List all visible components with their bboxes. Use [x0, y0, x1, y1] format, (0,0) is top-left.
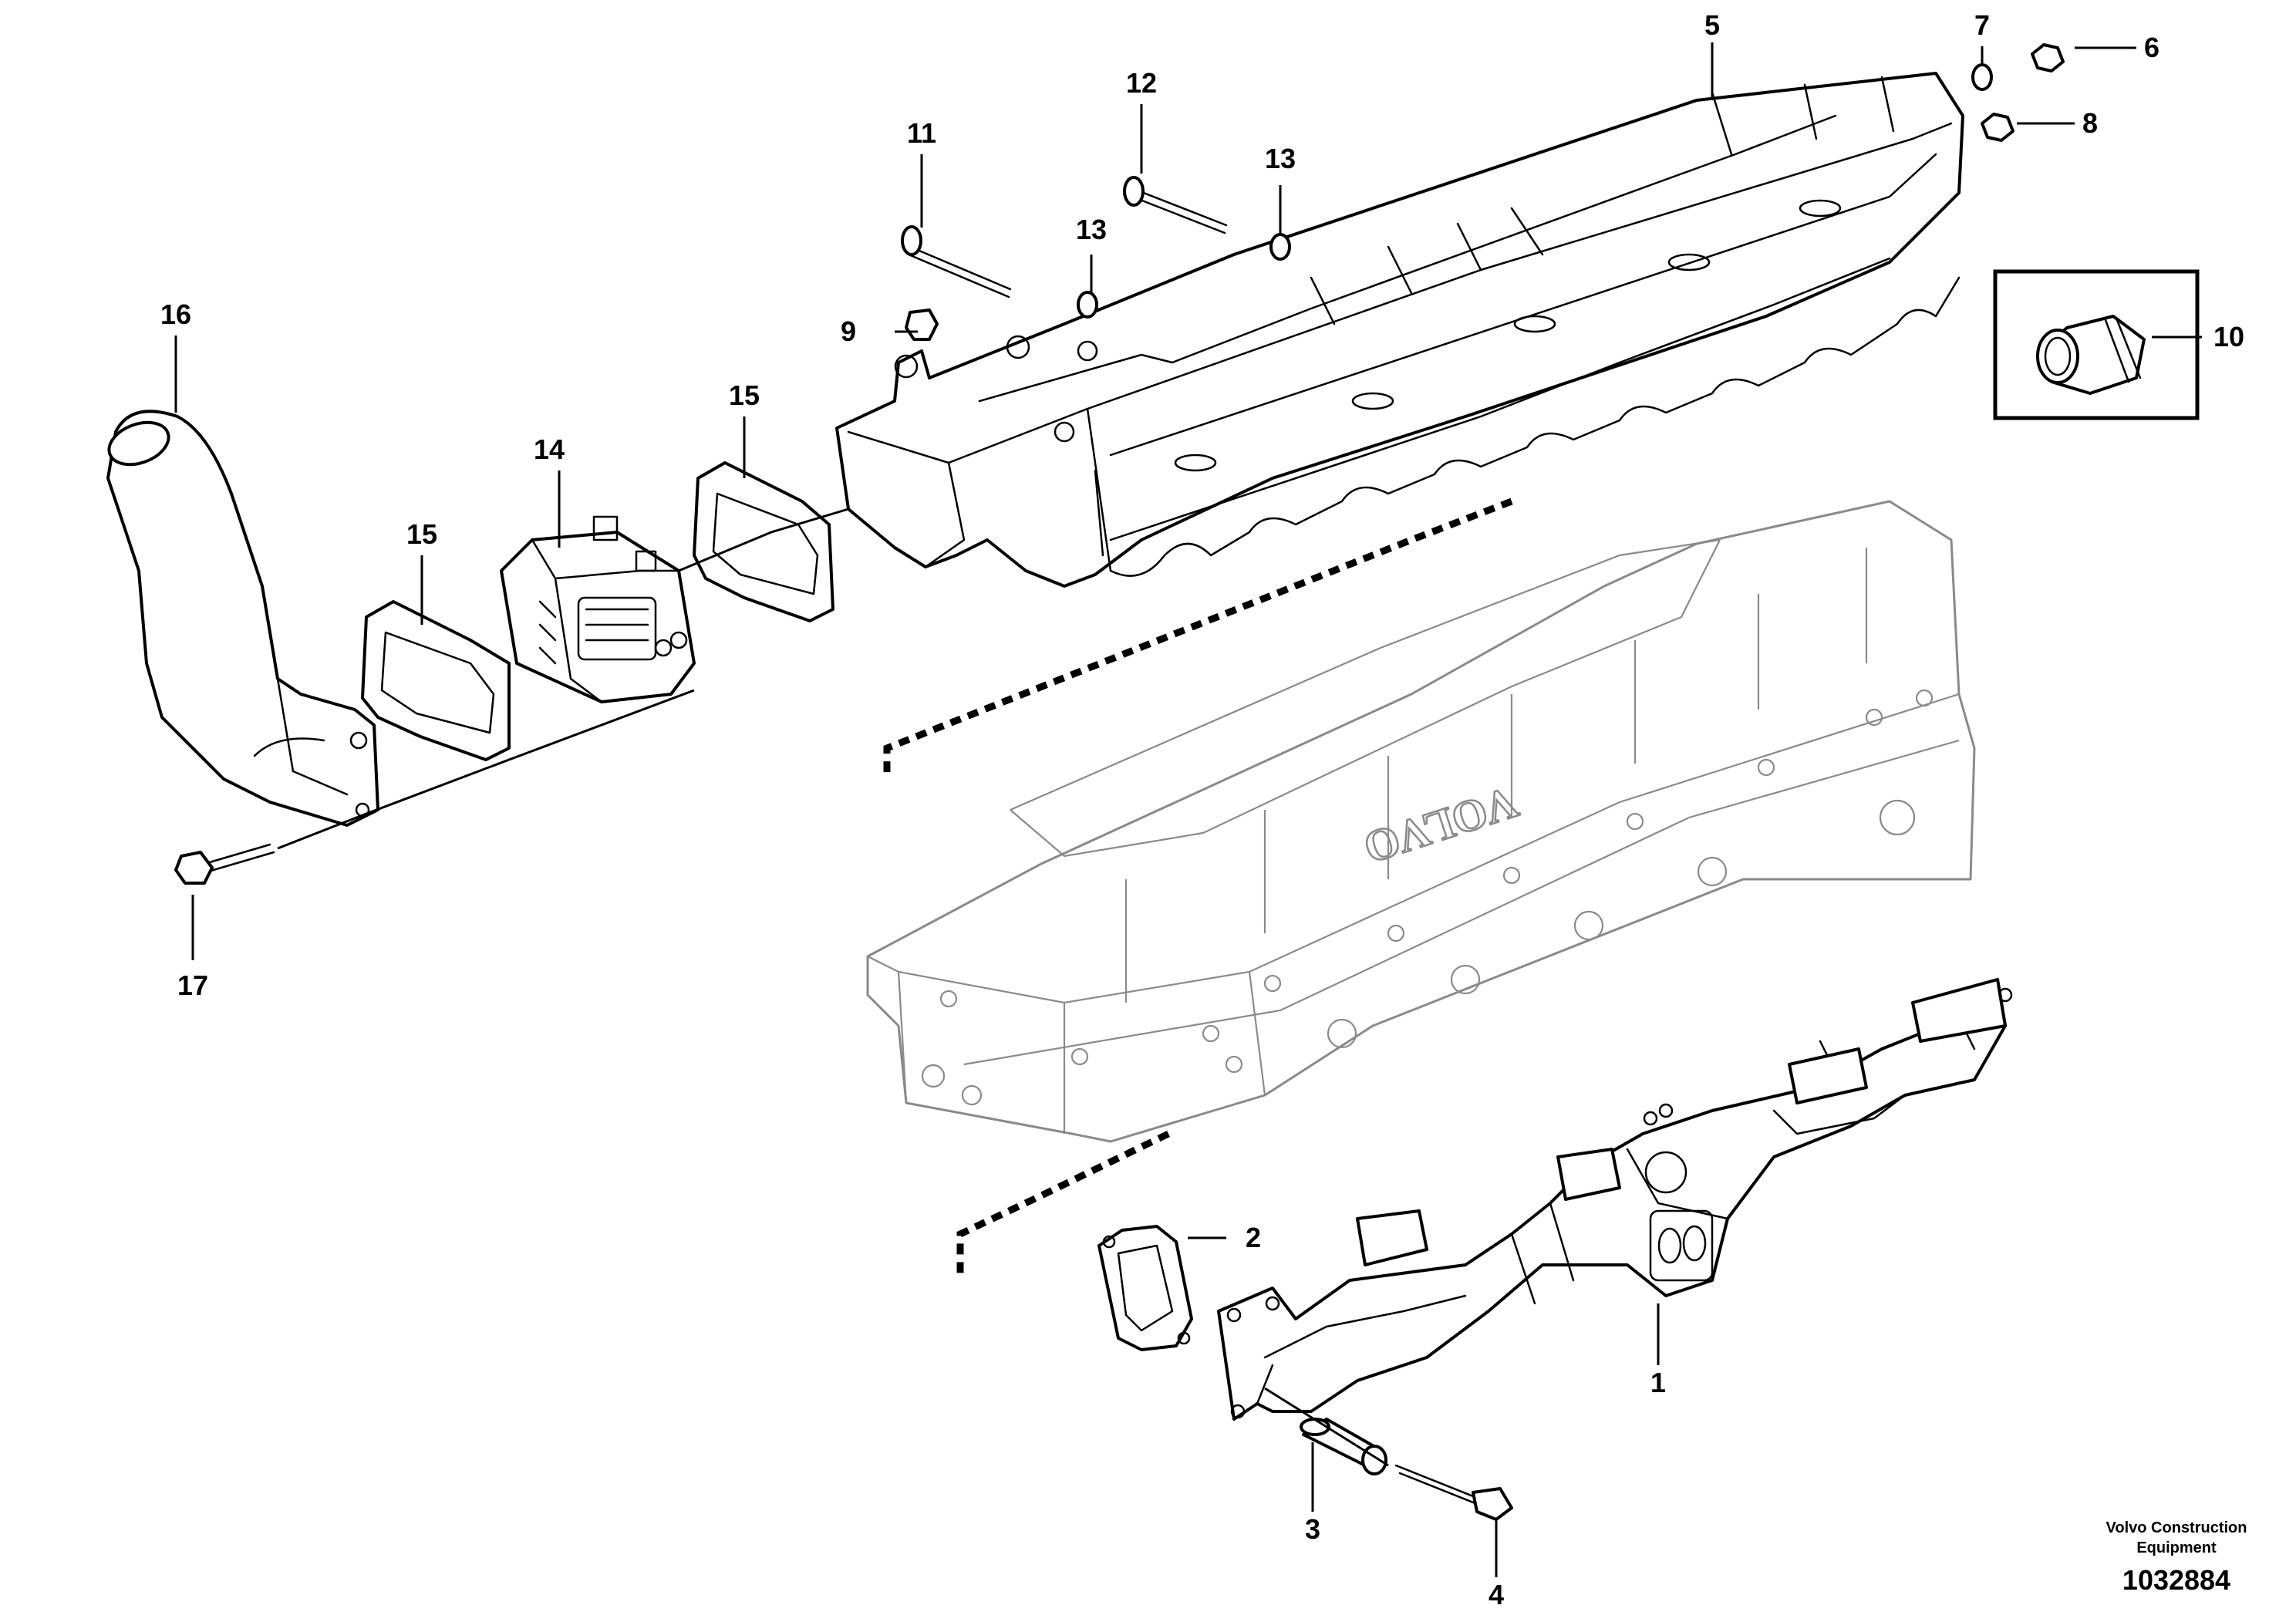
engine-valve-cover: VOLVO	[866, 500, 1976, 1143]
pipe-bolt	[174, 689, 695, 885]
preheater-gasket-left	[361, 600, 511, 761]
callout-13-lower: 13	[1076, 214, 1107, 245]
callout-4: 4	[1489, 1579, 1504, 1610]
callout-15-left: 15	[406, 518, 437, 550]
leader-lines	[174, 42, 2202, 1577]
callout-5: 5	[1704, 9, 1720, 41]
exhaust-gasket	[1097, 1225, 1193, 1351]
callout-14: 14	[534, 433, 565, 465]
callout-16: 16	[160, 298, 191, 330]
callout-17: 17	[177, 969, 208, 1001]
detail-box-fitting	[1993, 269, 2200, 420]
callout-13-upper: 13	[1265, 143, 1296, 174]
air-preheater	[500, 515, 696, 703]
callout-11: 11	[907, 117, 936, 149]
intake-manifold	[835, 72, 1964, 588]
assembly-dashed-lines	[883, 497, 1513, 1276]
callout-10: 10	[2213, 321, 2244, 352]
callout-numbers: 1 2 3 4 5 6 7 8 9 10 11 12 13 13 14 15 1…	[160, 9, 2244, 1610]
callout-8: 8	[2082, 107, 2098, 139]
small-fasteners	[901, 43, 2065, 341]
callout-3: 3	[1305, 1513, 1320, 1545]
intake-pipe	[106, 410, 379, 827]
footer-company: Volvo Construction Equipment	[2092, 1518, 2261, 1558]
callout-2: 2	[1246, 1222, 1261, 1253]
callout-6: 6	[2144, 32, 2159, 63]
footer-company-line1: Volvo Construction	[2106, 1519, 2247, 1536]
drawing-number: 1032884	[2122, 1564, 2231, 1596]
callout-12: 12	[1126, 67, 1157, 99]
exhaust-bolt	[1264, 1387, 1513, 1521]
exhaust-manifold	[1217, 978, 2013, 1421]
callout-1: 1	[1650, 1367, 1666, 1398]
footer-company-line2: Equipment	[2136, 1539, 2217, 1556]
callout-7: 7	[1974, 9, 1990, 41]
callout-9: 9	[841, 315, 856, 347]
preheater-gasket-right	[693, 461, 834, 622]
callout-15-right: 15	[729, 379, 760, 411]
